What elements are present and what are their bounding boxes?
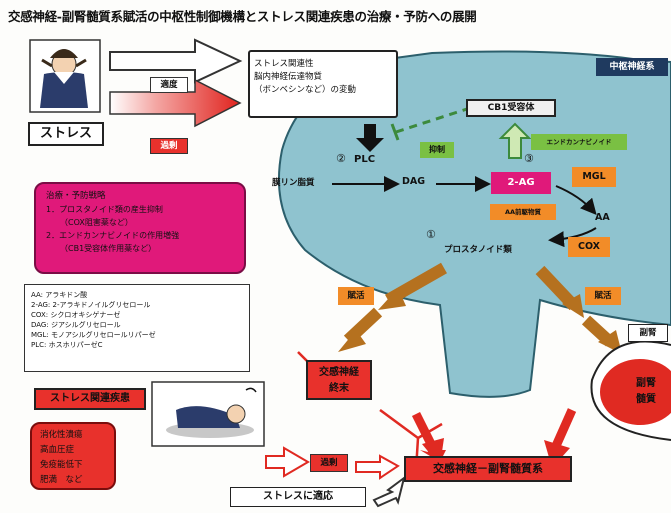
adrenal-medulla-shape (600, 359, 671, 425)
cb1-receptor: CB1受容体 (466, 99, 556, 117)
abbr-mgl: MGL: モノアシルグリセロールリパーゼ (31, 331, 156, 339)
neuro-line-2: 脳内神経伝達物質 (254, 72, 323, 82)
cox-label: COX (568, 237, 610, 257)
arrow-to-adaptation (372, 475, 406, 508)
activate-label-right: 賦活 (585, 287, 621, 305)
green-up-arrow (498, 122, 532, 159)
arrow-aa-prostanoid (548, 227, 597, 248)
cns-label: 中枢神経系 (596, 58, 668, 76)
plc-number: ② (336, 152, 346, 165)
sympathetic-ending-line-2: 終末 (329, 383, 349, 394)
abbr-dag: DAG: ジアシルグリセロール (31, 321, 121, 329)
arrow-2ag-aa (555, 185, 597, 216)
neuro-line-1: ストレス関連性 (254, 59, 314, 69)
down-arrow-black (356, 124, 384, 152)
prostanoid-label: プロスタノイド類 (444, 245, 512, 255)
adrenal-label: 副腎 (628, 324, 668, 342)
collapsed-person-figure (151, 381, 265, 447)
excessive-label-2: 過剰 (310, 454, 348, 472)
abbr-cox: COX: シクロオキシゲナーゼ (31, 311, 121, 319)
stressed-person-figure (29, 39, 101, 113)
stress-disease-title: ストレス関連疾患 (34, 388, 146, 410)
aa-metabolite-label: AA前駆物質 (490, 204, 556, 220)
strategy-box: 治療・予防戦略 1．プロスタノイド類の産生抑制 （COX阻害薬など） 2．エンド… (34, 182, 246, 274)
inhibit-label: 抑制 (420, 142, 454, 158)
abbreviation-box: AA: アラキドン酸 2-AG: 2-アラキドノイルグリセロール COX: シク… (24, 284, 250, 372)
abbr-2ag: 2-AG: 2-アラキドノイルグリセロール (31, 301, 151, 309)
two-ag-label: 2-AG (491, 172, 551, 194)
strategy-line-1: 1．プロスタノイド類の産生抑制 (46, 205, 163, 214)
neurotransmitter-box: ストレス関連性 脳内神経伝達物質 （ボンベシンなど）の変動 (248, 50, 398, 118)
activate-label-left: 賦活 (338, 287, 374, 305)
sympathetic-ending-box: 交感神経 終末 (306, 360, 372, 400)
sympathetic-adrenal-system: 交感神経－副腎髄質系 (404, 456, 572, 482)
plc-label: PLC (354, 154, 376, 165)
neuro-line-3: （ボンベシンなど）の変動 (254, 85, 357, 95)
page-title: 交感神経-副腎髄質系賦活の中枢性制御機構とストレス関連疾患の治療・予防への展開 (8, 9, 477, 24)
adrenal-medulla-line-1: 副腎 (636, 378, 656, 389)
arrow-to-disease-figure (265, 446, 310, 478)
orange-arrow-right-1 (535, 265, 579, 311)
mgl-label: MGL (572, 167, 616, 187)
adrenal-medulla-line-2: 髄質 (636, 394, 656, 405)
aa-label: AA (595, 212, 610, 223)
stress-label: ストレス (28, 122, 104, 146)
step-1-number: ① (426, 228, 436, 241)
endocannabinoid-label: エンドカンナビノイド (531, 134, 627, 150)
excessive-label: 過剰 (150, 138, 188, 154)
adaptation-label: ストレスに適応 (230, 487, 366, 507)
disease-item: 高血圧症 (40, 445, 75, 455)
disease-item: 肥満 など (40, 475, 83, 485)
step-3-number: ③ (524, 152, 534, 165)
membrane-lipid-label: 膜リン脂質 (272, 178, 315, 188)
strategy-line-2: （COX阻害薬など） (60, 218, 133, 227)
abbr-plc: PLC: ホスホリパーゼC (31, 341, 103, 349)
arrow-sa-to-excessive2 (355, 454, 400, 480)
moderate-arrow (109, 38, 243, 84)
strategy-line-4: （CB1受容体作用薬など） (60, 244, 157, 253)
abbr-aa: AA: アラキドン酸 (31, 291, 88, 299)
sympathetic-ending-line-1: 交感神経 (319, 367, 359, 378)
dag-label: DAG (402, 176, 426, 187)
excessive-arrow (109, 78, 242, 128)
disease-list: 消化性潰瘍 高血圧症 免疫能低下 肥満 など (30, 422, 116, 490)
disease-item: 免疫能低下 (40, 460, 83, 470)
disease-item: 消化性潰瘍 (40, 430, 83, 440)
moderate-label: 適度 (150, 77, 188, 93)
strategy-title: 治療・予防戦略 (46, 191, 106, 201)
strategy-line-3: 2．エンドカンナビノイドの作用増強 (46, 231, 180, 240)
adrenal-medulla-label: 副腎 髄質 (628, 376, 664, 416)
